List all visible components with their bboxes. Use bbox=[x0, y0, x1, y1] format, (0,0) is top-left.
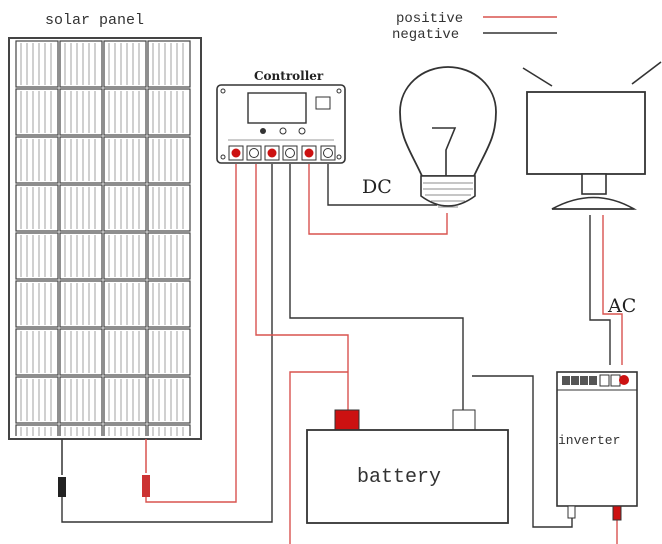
inverter-indicator-4 bbox=[589, 376, 597, 385]
legend-positive-label: positive bbox=[396, 11, 463, 27]
inverter-body bbox=[556, 371, 638, 507]
monitor-icon bbox=[522, 61, 662, 210]
inverter-ac-negative-socket bbox=[599, 374, 610, 387]
controller-button-3 bbox=[298, 127, 306, 135]
negative-mc4-connector bbox=[58, 477, 66, 497]
controller-load-positive-terminal bbox=[304, 148, 314, 158]
controller-status-icon bbox=[315, 96, 331, 110]
inverter-label: inverter bbox=[558, 433, 620, 448]
inverter-indicator-2 bbox=[571, 376, 579, 385]
inverter-positive-plug bbox=[612, 505, 622, 521]
monitor-screen bbox=[526, 91, 646, 175]
legend: positive negative bbox=[392, 11, 557, 43]
battery-label: battery bbox=[357, 466, 441, 489]
lightbulb-icon bbox=[399, 66, 497, 208]
controller-button-2 bbox=[279, 127, 287, 135]
battery: battery bbox=[306, 409, 509, 524]
negative-wires bbox=[61, 164, 611, 528]
battery-negative-terminal bbox=[452, 409, 476, 431]
solar-panel-label: solar panel bbox=[45, 12, 144, 29]
monitor-neck bbox=[581, 173, 607, 195]
inverter-indicator-1 bbox=[562, 376, 570, 385]
battery-body bbox=[306, 429, 509, 524]
inverter-ac-positive-socket bbox=[619, 375, 629, 385]
ac-label: AC bbox=[607, 295, 636, 317]
controller-solar-positive-terminal bbox=[231, 148, 241, 158]
controller-display bbox=[247, 92, 307, 124]
solar-panel bbox=[8, 37, 202, 497]
controller-battery-positive-terminal bbox=[267, 148, 277, 158]
controller-label: Controller bbox=[254, 69, 324, 83]
inverter-indicator-3 bbox=[580, 376, 588, 385]
controller-battery-negative-terminal bbox=[285, 148, 295, 158]
monitor-stand bbox=[551, 196, 637, 210]
charge-controller: Controller bbox=[216, 69, 346, 164]
controller-button-1 bbox=[260, 128, 266, 134]
solar-panel-cells bbox=[15, 40, 191, 436]
controller-solar-negative-terminal bbox=[249, 148, 259, 158]
positive-wires bbox=[145, 164, 623, 544]
inverter: inverter bbox=[556, 371, 638, 521]
controller-load-negative-terminal bbox=[323, 148, 333, 158]
legend-negative-label: negative bbox=[392, 27, 459, 43]
inverter-negative-plug bbox=[567, 505, 576, 519]
positive-mc4-connector bbox=[142, 475, 150, 497]
battery-positive-terminal bbox=[334, 409, 360, 431]
dc-label: DC bbox=[362, 176, 392, 198]
